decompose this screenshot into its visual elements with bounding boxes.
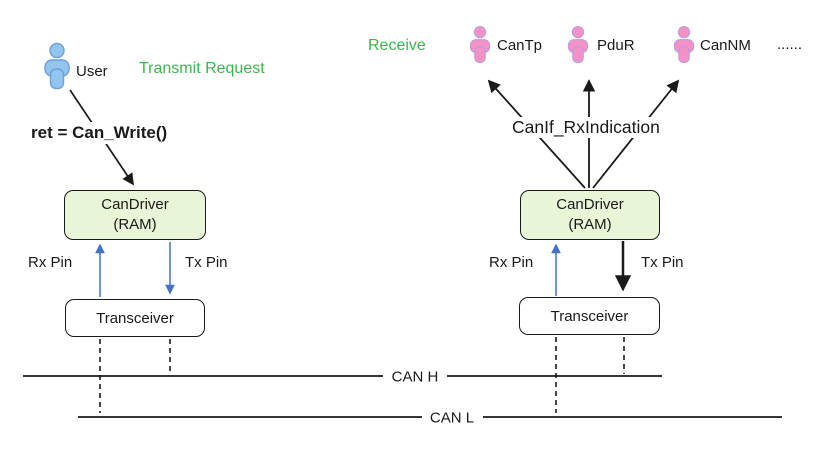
receive-label: Receive bbox=[368, 37, 426, 54]
can-write-call-label: ret = Can_Write() bbox=[28, 122, 171, 144]
left-transceiver-label: Transceiver bbox=[96, 309, 174, 327]
right-transceiver-label: Transceiver bbox=[550, 307, 629, 325]
cantp-label: CanTp bbox=[497, 37, 543, 54]
can-l-label: CAN L bbox=[429, 409, 475, 427]
left-candriver-box: CanDriver (RAM) bbox=[64, 190, 206, 240]
left-rx-pin-label: Rx Pin bbox=[28, 254, 73, 271]
user-label: User bbox=[76, 63, 108, 80]
canif-rxindication-label: CanIf_RxIndication bbox=[509, 117, 663, 138]
more-modules-ellipsis: ...... bbox=[777, 36, 803, 53]
right-candriver-title: CanDriver bbox=[556, 195, 624, 213]
pdur-person-icon bbox=[567, 25, 589, 64]
left-tx-pin-label: Tx Pin bbox=[185, 254, 228, 271]
right-transceiver-box: Transceiver bbox=[519, 297, 660, 335]
transmit-request-label: Transmit Request bbox=[139, 60, 265, 77]
cannm-label: CanNM bbox=[700, 37, 751, 54]
right-tx-pin-label: Tx Pin bbox=[641, 254, 684, 271]
user-person-icon bbox=[44, 42, 70, 90]
right-candriver-box: CanDriver (RAM) bbox=[520, 190, 660, 240]
left-transceiver-box: Transceiver bbox=[65, 299, 205, 337]
right-rx-pin-label: Rx Pin bbox=[489, 254, 534, 271]
cannm-person-icon bbox=[673, 25, 695, 64]
left-candriver-subtitle: (RAM) bbox=[113, 216, 157, 233]
pdur-label: PduR bbox=[597, 37, 635, 54]
cantp-person-icon bbox=[469, 25, 491, 64]
left-candriver-title: CanDriver bbox=[101, 195, 169, 213]
can-h-label: CAN H bbox=[391, 368, 439, 386]
right-candriver-subtitle: (RAM) bbox=[568, 216, 612, 233]
